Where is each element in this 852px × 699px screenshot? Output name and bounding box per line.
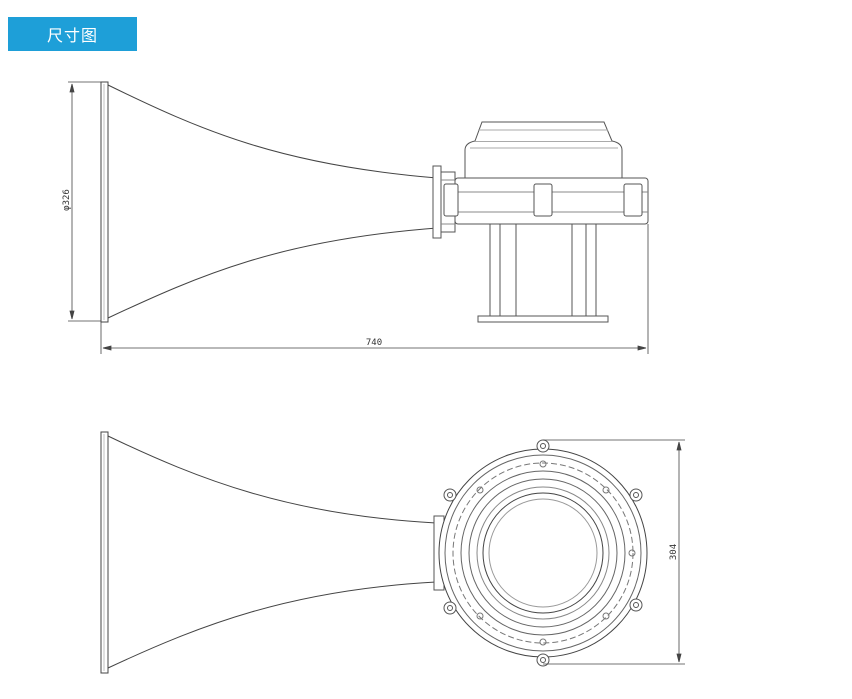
mounting-lugs	[443, 439, 643, 667]
bolt-holes	[476, 460, 636, 646]
diameter-label: φ326	[62, 189, 72, 211]
driver-cap	[464, 121, 623, 179]
section-title: 尺寸图	[46, 26, 98, 45]
side-view: φ326	[62, 81, 649, 354]
mounting-bracket	[477, 224, 609, 323]
horn-flare-top-lower	[107, 435, 437, 524]
horn-flare-top	[107, 84, 438, 179]
diameter-dimension	[68, 81, 103, 322]
horn-mouth	[100, 81, 109, 323]
height-dimension	[543, 439, 685, 665]
front-view: 304	[100, 431, 685, 674]
section-title-tab: 尺寸图	[8, 17, 137, 51]
length-dimension	[100, 224, 649, 354]
driver-round-body	[438, 448, 648, 658]
height-label: 304	[669, 544, 679, 560]
horn-flare-bottom-lower	[107, 581, 437, 669]
horn-mouth-lower	[100, 431, 109, 674]
horn-flare-bottom	[107, 227, 438, 319]
length-label: 740	[366, 338, 382, 348]
driver-body	[443, 177, 649, 225]
